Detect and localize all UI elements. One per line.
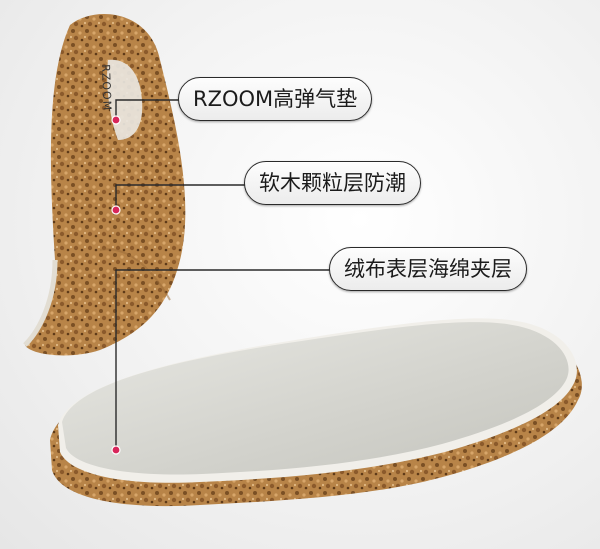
callout-cork-layer: 软木颗粒层防潮 [244,161,421,205]
leader-lines [115,99,331,450]
callout-air-cushion: RZOOM高弹气垫 [178,77,373,121]
flat-insole [50,318,582,507]
marker-dots [111,115,121,455]
heel-logo: RZOOM [99,64,114,112]
callout-fabric-sponge-layer: 绒布表层海绵夹层 [329,247,527,291]
